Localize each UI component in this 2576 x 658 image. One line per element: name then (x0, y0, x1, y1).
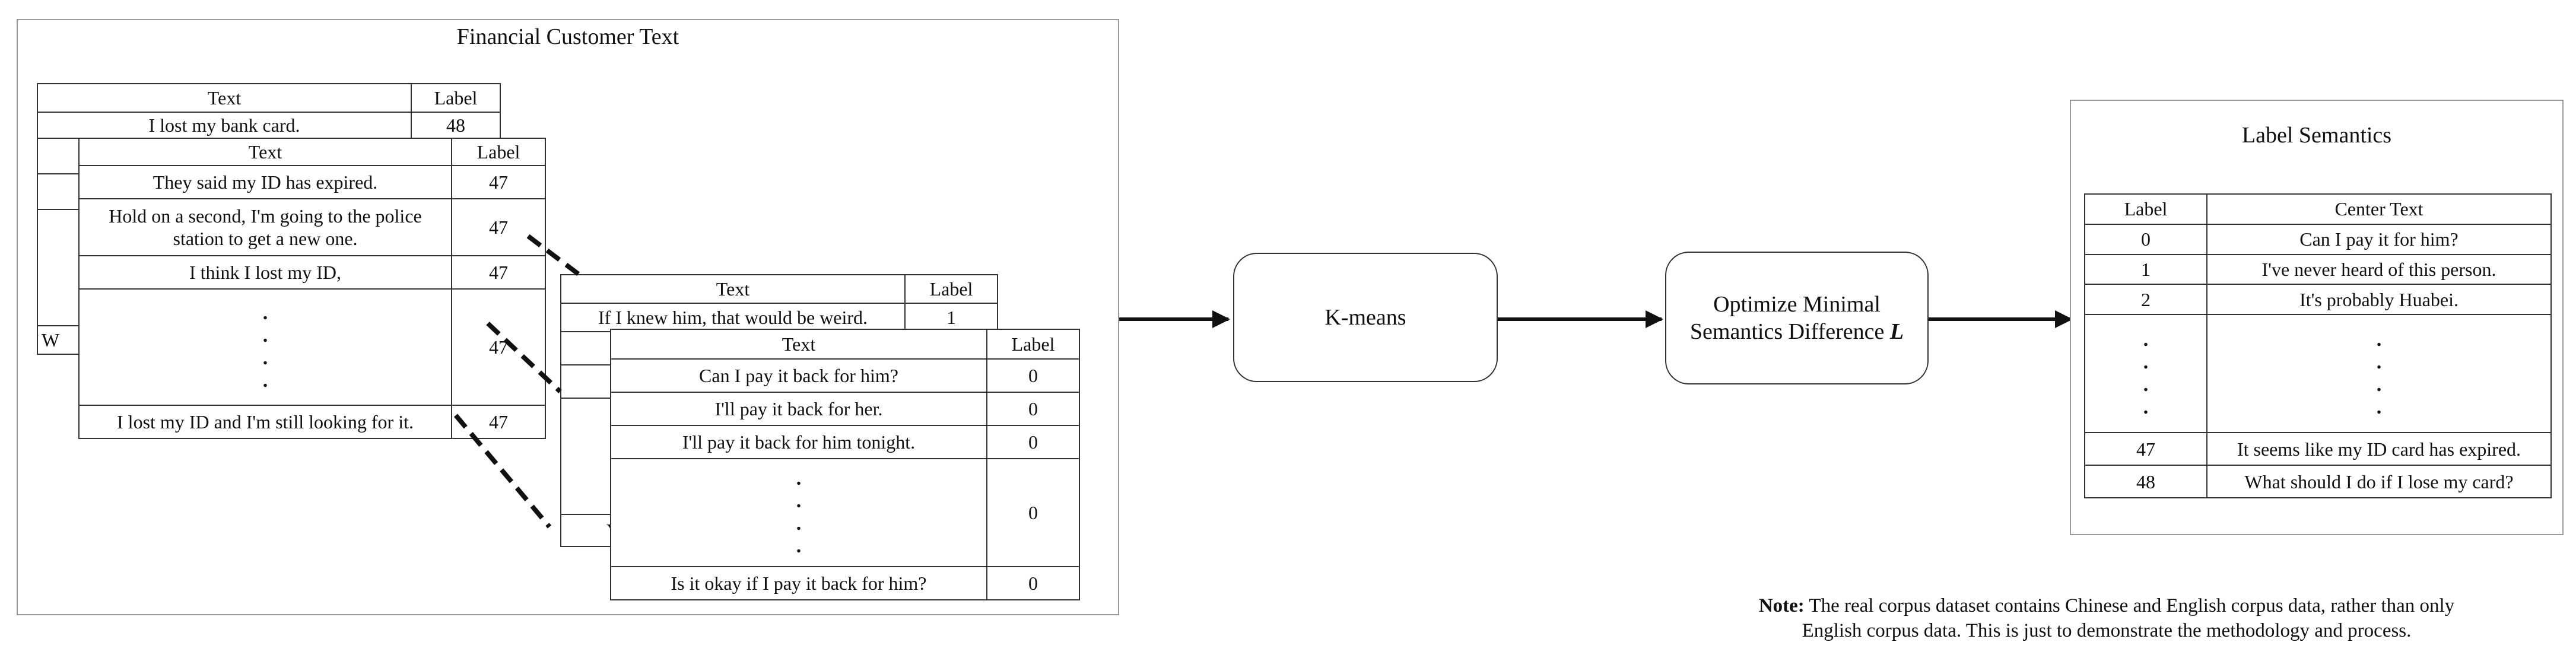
table-header-label: Label (451, 138, 546, 166)
optimize-line1: Optimize Minimal (1713, 292, 1881, 317)
table-cell-label: 47 (451, 288, 546, 406)
table-header-text: Text (78, 138, 452, 166)
table-cell-label: 47 (2084, 432, 2207, 466)
table-cell-text: I'll pay it back for her. (610, 392, 987, 426)
table-header-label: Label (411, 83, 501, 113)
table-cell-label: 0 (986, 566, 1080, 600)
table-cell-label: 47 (451, 198, 546, 256)
table-cell-text: If I knew him, that would be weird. (560, 303, 906, 332)
table-cell-center-text: It's probably Huabei. (2206, 284, 2552, 316)
table-cell-label: 48 (2084, 465, 2207, 498)
table-cell-label: 0 (986, 425, 1080, 459)
loss-symbol: L (1889, 319, 1904, 344)
table-cell-label: 0 (986, 358, 1080, 393)
label-semantics-table: Label Center Text 0 Can I pay it for him… (2084, 193, 2552, 498)
table-header-label: Label (986, 329, 1080, 360)
kmeans-label: K-means (1324, 305, 1406, 330)
table-header-label: Label (2084, 193, 2207, 225)
table-cell-label: 1 (2084, 253, 2207, 285)
table-cell-label: 48 (411, 112, 501, 139)
table-cell-label: 2 (2084, 284, 2207, 316)
label-semantics-title: Label Semantics (2241, 123, 2392, 148)
table-cell-center-text: I've never heard of this person. (2206, 253, 2552, 285)
methodology-note: Note: The real corpus dataset contains C… (1650, 593, 2564, 643)
table-cell-text: Hold on a second, I'm going to the polic… (78, 198, 452, 256)
table-cell-label: 1 (904, 303, 998, 332)
table-header-text: Text (37, 83, 412, 113)
table-cell-text: I lost my bank card. (37, 112, 412, 139)
note-line1: The real corpus dataset contains Chinese… (1804, 595, 2455, 616)
ellipsis-dots: .... (2084, 314, 2207, 434)
table-cell-text: I think I lost my ID, (78, 255, 452, 290)
table-header-text: Text (610, 329, 987, 360)
note-line2: English corpus data. This is just to dem… (1802, 620, 2412, 641)
text-table-d: Text Label Can I pay it back for him? 0 … (610, 329, 1080, 600)
table-cell-text: Can I pay it back for him? (610, 358, 987, 393)
table-cell-label: 47 (451, 405, 546, 439)
table-cell-text: I'll pay it back for him tonight. (610, 425, 987, 459)
table-header-label: Label (904, 274, 998, 304)
kmeans-box: K-means (1233, 253, 1498, 382)
table-cell-center-text: Can I pay it for him? (2206, 223, 2552, 255)
ellipsis-dots: .... (610, 458, 987, 567)
table-cell-label: 0 (986, 458, 1080, 567)
table-cell-label: 47 (451, 165, 546, 199)
optimize-line2: Semantics Difference (1689, 319, 1890, 344)
table-cell-center-text: What should I do if I lose my card? (2206, 465, 2552, 498)
note-prefix: Note: (1758, 595, 1805, 616)
financial-panel-title: Financial Customer Text (456, 24, 679, 49)
optimize-box: Optimize Minimal Semantics Difference L (1665, 252, 1929, 384)
table-header-center-text: Center Text (2206, 193, 2552, 225)
table-header-text: Text (560, 274, 906, 304)
ellipsis-dots: .... (2206, 314, 2552, 434)
table-cell-text: Is it okay if I pay it back for him? (610, 566, 987, 600)
table-cell-center-text: It seems like my ID card has expired. (2206, 432, 2552, 466)
table-cell-text: I lost my ID and I'm still looking for i… (78, 405, 452, 439)
table-cell-label: 47 (451, 255, 546, 290)
table-cell-label: 0 (986, 392, 1080, 426)
ellipsis-dots: .... (78, 288, 452, 406)
table-cell-text: They said my ID has expired. (78, 165, 452, 199)
text-table-b: Text Label They said my ID has expired. … (78, 138, 546, 439)
table-cell-label: 0 (2084, 223, 2207, 255)
